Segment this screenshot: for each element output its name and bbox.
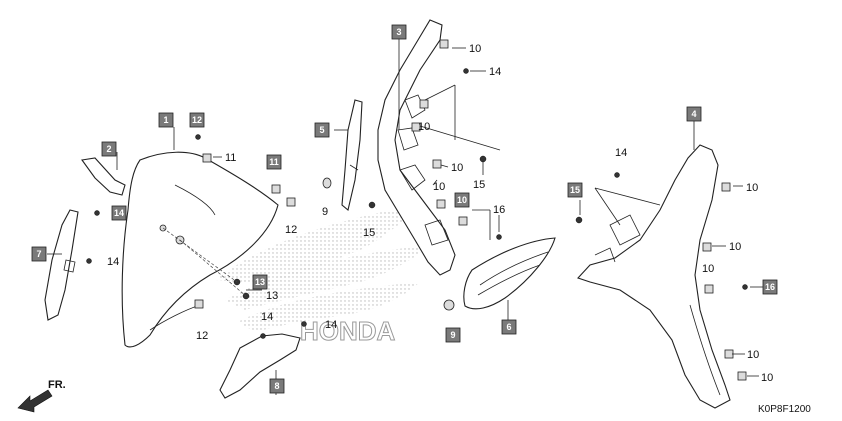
ref-12b: 12 — [196, 330, 208, 342]
svg-text:2: 2 — [106, 144, 111, 154]
callout-box-2: 2 — [101, 141, 117, 157]
callout-box-15: 15 — [567, 182, 583, 198]
svg-text:5: 5 — [319, 125, 324, 135]
ref-10a: 10 — [469, 43, 481, 55]
callout-box-13: 13 — [252, 274, 268, 290]
ref-14b: 14 — [107, 256, 119, 268]
svg-text:6: 6 — [506, 322, 511, 332]
grille-cover-part-6 — [463, 237, 556, 310]
ref-13: 13 — [266, 290, 278, 302]
side-panel-part-7 — [44, 209, 79, 321]
ref-10h: 10 — [747, 349, 759, 361]
svg-text:12: 12 — [192, 115, 202, 125]
reference-numbers: 10 14 10 10 15 10 16 15 11 12 12 13 14 1… — [107, 43, 773, 384]
ref-10i: 10 — [761, 372, 773, 384]
ref-10b: 10 — [418, 121, 430, 133]
svg-text:4: 4 — [691, 109, 696, 119]
callout-box-4: 4 — [686, 106, 702, 122]
callout-box-14: 14 — [111, 205, 127, 221]
svg-text:11: 11 — [269, 157, 279, 167]
front-label: FR. — [48, 379, 66, 391]
callout-box-6: 6 — [501, 319, 517, 335]
ref-10f: 10 — [729, 241, 741, 253]
honda-wing-watermark: HONDA — [215, 205, 430, 347]
ref-12a: 12 — [285, 224, 297, 236]
right-cover-part-4 — [577, 144, 731, 409]
svg-text:15: 15 — [570, 185, 580, 195]
inner-frame-part-3 — [377, 19, 456, 276]
callout-box-11: 11 — [266, 154, 282, 170]
ref-15a: 15 — [473, 179, 485, 191]
callout-box-3: 3 — [391, 24, 407, 40]
svg-text:1: 1 — [163, 115, 168, 125]
svg-text:7: 7 — [36, 249, 41, 259]
ref-14e: 14 — [615, 147, 627, 159]
svg-text:3: 3 — [396, 27, 401, 37]
callout-box-5: 5 — [314, 122, 330, 138]
svg-text:14: 14 — [114, 208, 124, 218]
callout-box-10: 10 — [454, 192, 470, 208]
svg-text:9: 9 — [450, 330, 455, 340]
callout-box-9: 9 — [445, 327, 461, 343]
ref-10d: 10 — [433, 181, 445, 193]
svg-text:16: 16 — [765, 282, 775, 292]
honda-watermark-text: HONDA — [300, 316, 396, 346]
leader-lines — [47, 38, 763, 395]
ref-10c: 10 — [451, 162, 463, 174]
front-arrow: FR. — [17, 379, 66, 413]
ref-9: 9 — [322, 206, 328, 218]
bracket-part-2 — [81, 157, 126, 196]
ref-14c: 14 — [261, 311, 273, 323]
ref-14d: 14 — [325, 319, 337, 331]
ref-15b: 15 — [363, 227, 375, 239]
ref-14a: 14 — [489, 66, 501, 78]
side-blade-part-5 — [341, 99, 363, 211]
callout-box-8: 8 — [269, 378, 285, 394]
ref-10g: 10 — [702, 263, 714, 275]
lower-bracket-part-8 — [219, 333, 301, 399]
svg-text:13: 13 — [255, 277, 265, 287]
ref-10e: 10 — [746, 182, 758, 194]
assembly-lines — [162, 227, 247, 297]
callout-box-1: 1 — [158, 112, 174, 128]
ref-16: 16 — [493, 204, 505, 216]
callout-box-12: 12 — [189, 112, 205, 128]
callout-box-16: 16 — [762, 279, 778, 295]
ref-11: 11 — [225, 152, 236, 164]
svg-text:10: 10 — [457, 195, 467, 205]
callout-box-7: 7 — [31, 246, 47, 262]
diagram-code: K0P8F1200 — [758, 404, 811, 415]
svg-text:8: 8 — [274, 381, 279, 391]
